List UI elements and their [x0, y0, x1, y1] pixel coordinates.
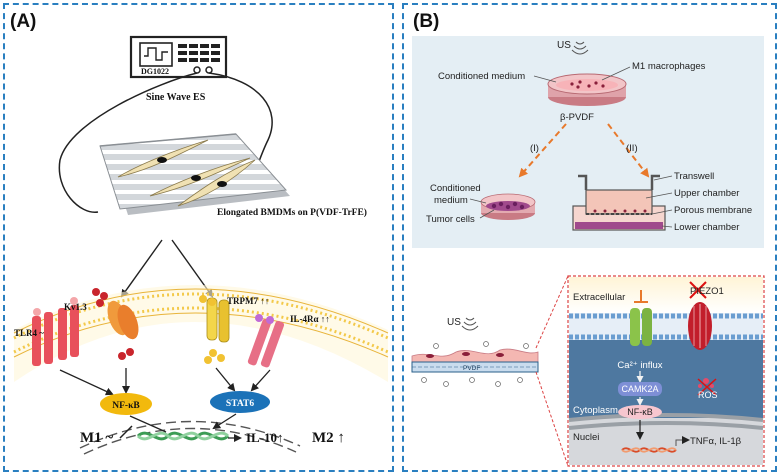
bpvdf-label: β-PVDF	[560, 112, 594, 123]
extracellular-label: Extracellular	[573, 292, 625, 303]
nuclear-envelope-a	[79, 420, 301, 449]
lower-chamber-pointer	[661, 225, 673, 228]
piezo1-label: PIEZO1	[690, 286, 724, 297]
device-label: DG1022	[141, 67, 169, 76]
nfkb-label-b: NF-κB	[627, 407, 653, 417]
cytoplasm-label: Cytoplasm	[573, 405, 618, 416]
charge-symbols	[421, 341, 529, 387]
cond-medium-pointer-b	[469, 198, 487, 204]
substrate-label: Elongated BMDMs on P(VDF-TrFE)	[217, 207, 367, 218]
arrow-to-nfkb	[59, 369, 114, 396]
kv13-label: Kv1.3	[64, 302, 87, 312]
cell-membrane-b	[569, 313, 763, 340]
ros-label: ROS	[698, 390, 718, 400]
il10-label: IL-10↑	[246, 430, 284, 445]
us-label-top: US	[557, 40, 571, 51]
cytokines-label: TNFα, IL-1β	[690, 436, 742, 447]
route-ii-label: (II)	[626, 143, 638, 154]
panel-a	[3, 3, 394, 472]
conditioned-medium-label: Conditioned medium	[438, 71, 525, 82]
transwell-label: Transwell	[674, 171, 714, 182]
function-generator	[129, 35, 228, 79]
dna-helix-b	[621, 447, 677, 453]
arrow-to-stat6-2	[250, 369, 271, 392]
nfkb-label-a: NF-κB	[112, 401, 140, 411]
m1-macrophages-label: M1 macrophages	[632, 61, 706, 72]
tlr4-label: TLR4 ~	[14, 328, 44, 338]
nuclei-label: Nuclei	[573, 432, 599, 443]
dna-helix-a	[136, 431, 230, 441]
porous-membrane-label: Porous membrane	[674, 205, 752, 216]
kv13-channel	[92, 288, 139, 360]
camk2a-label: CAMK2A	[621, 384, 658, 394]
panel-b	[402, 3, 777, 472]
tlr4-receptor	[32, 297, 79, 366]
arrow-to-stat6	[215, 367, 236, 392]
panel-a-label: (A)	[10, 11, 36, 32]
inhibit-tick	[119, 425, 133, 439]
pvdf-label: PVDF	[463, 365, 480, 372]
conditioned-medium-line1: Conditioned	[430, 183, 481, 194]
m1-macrophages-pointer	[601, 66, 631, 81]
culture-dish-top	[547, 73, 627, 106]
zoom-line-top	[535, 275, 569, 349]
trpm7-label: TRPM7 ↑↑	[227, 296, 269, 306]
camk2a-box	[618, 382, 662, 396]
transwell-setup	[572, 174, 666, 231]
conditioned-medium-pointer	[533, 75, 557, 83]
tumor-cell-dish	[480, 193, 536, 220]
porous-membrane-pointer	[651, 209, 673, 215]
il4ra-receptor	[247, 314, 285, 368]
m1-label: M1 ~	[80, 430, 113, 446]
arrow-stat6-dna	[212, 413, 237, 430]
sine-wave-es-label: Sine Wave ES	[146, 92, 206, 103]
nfkb-oval-b	[618, 405, 662, 419]
route-i-arrow	[518, 123, 567, 178]
calcium-channel	[630, 290, 652, 346]
upper-chamber-label: Upper chamber	[674, 188, 739, 199]
lower-chamber-label: Lower chamber	[674, 222, 739, 233]
route-ii-arrow	[607, 123, 650, 178]
ros-icon	[697, 378, 717, 396]
tumor-cells-label: Tumor cells	[426, 214, 475, 225]
tumor-cells-pointer	[479, 209, 495, 219]
m2-label: M2 ↑	[312, 430, 345, 446]
stat6-oval	[210, 391, 270, 413]
panel-b-label: (B)	[413, 11, 439, 32]
wire-left	[58, 72, 198, 213]
nuclear-envelope-a-inner	[83, 427, 297, 455]
transcription-arrow	[675, 436, 690, 446]
route-i-label: (I)	[530, 143, 539, 154]
cell-inset	[567, 275, 765, 467]
us-label-bottom: US	[447, 317, 461, 328]
nfkb-oval-a	[100, 393, 152, 415]
transwell-pointer	[653, 175, 673, 181]
ca-influx-label: Ca²⁺ influx	[617, 360, 662, 371]
arrow-left-down	[120, 239, 163, 298]
inhibit-arrow-nfkb	[129, 415, 167, 433]
piezo1-channel	[688, 281, 712, 350]
upper-chamber-pointer	[645, 192, 673, 199]
pvdf-film	[411, 348, 539, 373]
conditioned-medium-line2: medium	[434, 195, 468, 206]
elongated-cells	[117, 139, 256, 207]
ultrasound-waves-bottom	[461, 317, 479, 331]
ultrasound-waves-top	[571, 41, 589, 55]
il4ra-label: IL-4Rα ↑↑	[290, 314, 330, 324]
stat6-label: STAT6	[226, 399, 254, 409]
zoom-line-bottom	[535, 371, 569, 467]
trpm7-channel	[199, 295, 230, 364]
